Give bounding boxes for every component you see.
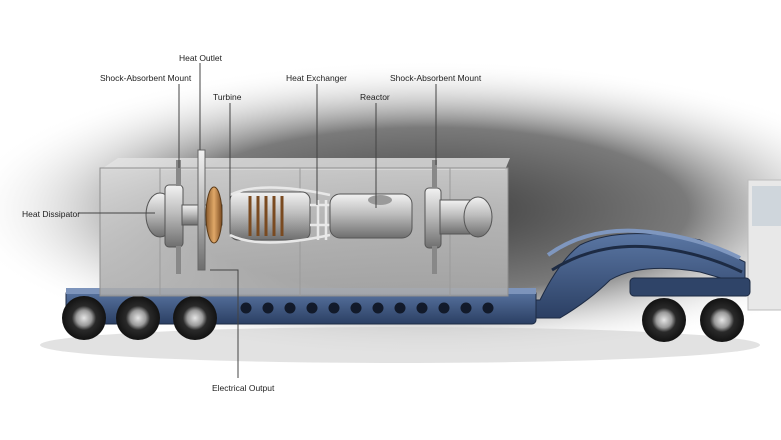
label-shock-mount-left: Shock-Absorbent Mount bbox=[100, 73, 192, 83]
label-heat-outlet: Heat Outlet bbox=[179, 53, 222, 63]
wheels bbox=[62, 296, 744, 342]
label-shock-mount-right: Shock-Absorbent Mount bbox=[390, 73, 482, 83]
reactor-assembly bbox=[145, 149, 493, 274]
callout-lines bbox=[78, 63, 437, 378]
truck-cab bbox=[747, 179, 781, 311]
label-reactor: Reactor bbox=[360, 92, 390, 102]
trailer bbox=[65, 228, 751, 325]
label-heat-dissipator: Heat Dissipator bbox=[22, 209, 81, 219]
label-turbine: Turbine bbox=[213, 92, 242, 102]
label-electrical-output: Electrical Output bbox=[212, 383, 275, 393]
label-heat-exchanger: Heat Exchanger bbox=[286, 73, 347, 83]
